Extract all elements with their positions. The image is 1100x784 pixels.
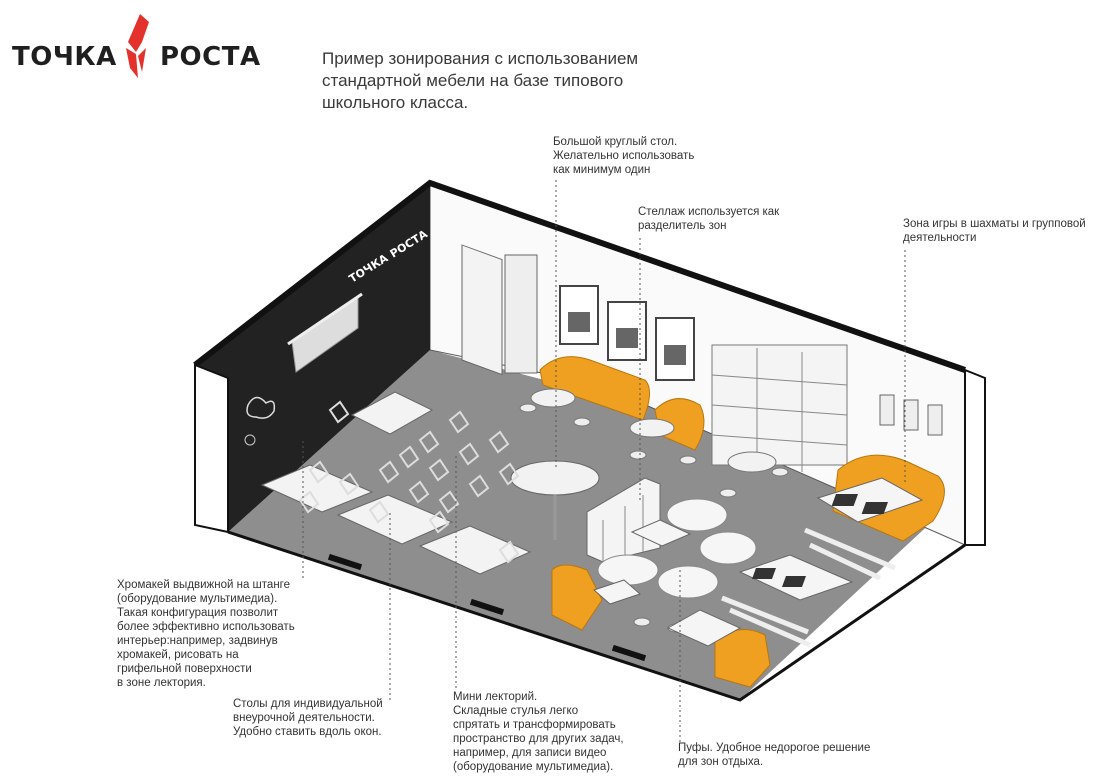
title-line: школьного класса. bbox=[322, 93, 469, 112]
callout-line: в зоне лектория. bbox=[117, 677, 206, 689]
callout-line: Хромакей выдвижной на штанге bbox=[117, 579, 291, 591]
tochka-rosta-logo: ТОЧКА РОСТА bbox=[12, 12, 262, 82]
desk bbox=[336, 494, 454, 545]
callout-line: Большой круглый стол. bbox=[553, 136, 678, 148]
callout-line: грифельной поверхности bbox=[117, 663, 252, 675]
callout-line: Мини лекторий. bbox=[453, 691, 538, 703]
callout-line: например, для записи видео bbox=[453, 747, 607, 759]
chess-table bbox=[816, 477, 924, 523]
callout-desks: Столы для индивидуальной внеурочной деят… bbox=[233, 697, 383, 739]
callout-line: как минимум один bbox=[553, 164, 651, 176]
callout-line: Пуфы. Удобное недорогое решение bbox=[678, 742, 871, 754]
logo-word-left: ТОЧКА bbox=[12, 42, 117, 72]
callout-line: хромакей, рисовать на bbox=[117, 649, 239, 661]
callout-line: разделитель зон bbox=[638, 220, 727, 232]
callout-line: (оборудование мультимедиа). bbox=[117, 593, 278, 605]
callout-shelf: Стеллаж используется как разделитель зон bbox=[638, 205, 779, 233]
back-shelf bbox=[711, 344, 848, 466]
callout-round-table: Большой круглый стол. Желательно использ… bbox=[553, 135, 694, 177]
title-line: стандартной мебели на базе типового bbox=[322, 71, 624, 90]
callout-chess-zone: Зона игры в шахматы и групповой деятельн… bbox=[903, 217, 1086, 245]
callout-line: деятельности bbox=[903, 232, 977, 244]
callout-line: Зона игры в шахматы и групповой bbox=[903, 218, 1086, 230]
callout-line: пространство для других задач, bbox=[453, 733, 624, 745]
shelf-divider bbox=[586, 477, 661, 563]
callout-line: интерьер:например, задвинув bbox=[117, 635, 278, 647]
callout-line: спрятать и трансформировать bbox=[453, 719, 616, 731]
callout-line: (оборудование мультимедиа). bbox=[453, 761, 614, 773]
logo-sprout-icon bbox=[126, 14, 149, 78]
callout-poufs: Пуфы. Удобное недорогое решение для зон … bbox=[678, 741, 870, 769]
callout-line: Удобно ставить вдоль окон. bbox=[233, 726, 382, 738]
orange-sofa bbox=[539, 356, 650, 421]
callout-line: более эффективно использовать bbox=[117, 621, 295, 633]
callout-line: Складные стулья легко bbox=[453, 705, 579, 717]
page-title: Пример зонирования с использованием стан… bbox=[322, 48, 682, 114]
callout-line: Стеллаж используется как bbox=[638, 206, 780, 218]
callout-lecture: Мини лекторий. Складные стулья легко спр… bbox=[453, 690, 624, 774]
desk bbox=[418, 525, 532, 575]
big-round-table bbox=[510, 460, 600, 496]
callout-line: Желательно использовать bbox=[553, 150, 695, 162]
callout-chromakey: Хромакей выдвижной на штанге (оборудован… bbox=[117, 578, 295, 690]
logo-word-right: РОСТА bbox=[160, 42, 261, 72]
callout-line: Такая конфигурация позволит bbox=[117, 607, 279, 619]
callout-line: для зон отдыха. bbox=[678, 756, 764, 768]
callout-line: Столы для индивидуальной bbox=[233, 698, 383, 710]
title-line: Пример зонирования с использованием bbox=[322, 49, 639, 68]
callout-line: внеурочной деятельности. bbox=[233, 712, 375, 724]
leader-lines bbox=[302, 180, 906, 742]
